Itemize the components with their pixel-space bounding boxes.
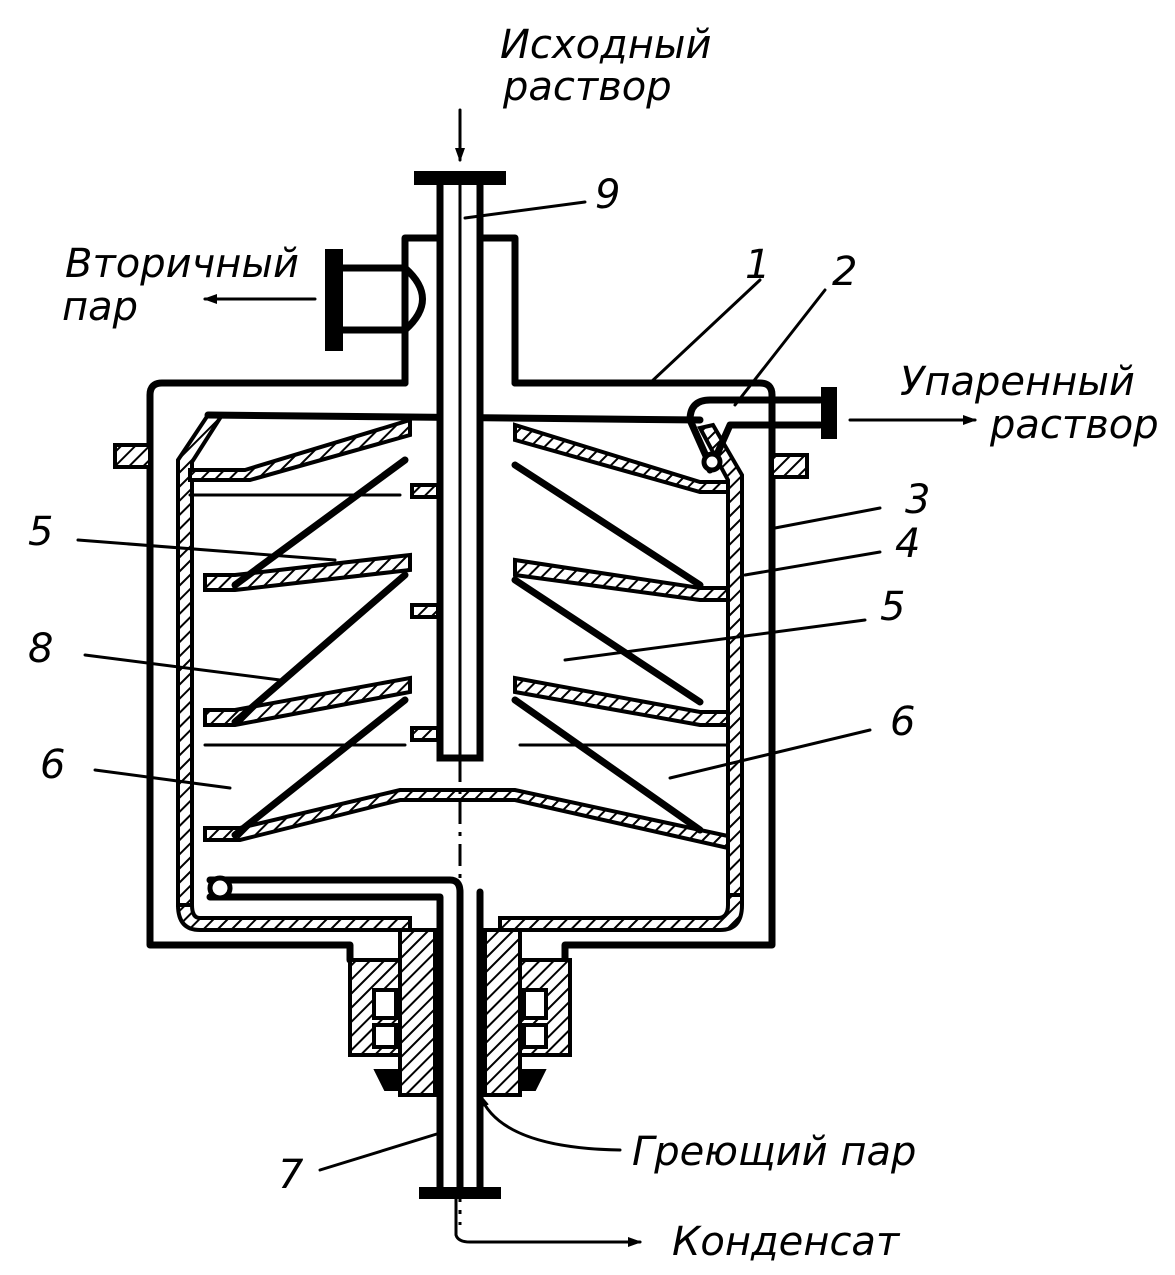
product-flange xyxy=(821,387,837,439)
cone-3-right xyxy=(513,675,730,727)
feed-label-line1: Исходный xyxy=(500,22,711,68)
casing-lug-right xyxy=(770,453,809,479)
casing-lug-left xyxy=(113,443,152,469)
bearings xyxy=(372,988,548,1049)
skimming-tube-tip xyxy=(701,451,723,473)
rotor-bottom xyxy=(175,903,412,932)
callout-3: 3 xyxy=(905,477,930,523)
product-label-line2: раствор xyxy=(989,402,1159,448)
rotor-hub xyxy=(398,928,437,1097)
steam-pipe-end xyxy=(207,875,233,901)
leader-lines xyxy=(76,200,882,1172)
callout-5-left: 5 xyxy=(28,509,53,555)
callout-5-right: 5 xyxy=(880,584,905,630)
steam-arrow xyxy=(478,1093,622,1152)
callout-1: 1 xyxy=(745,242,770,288)
steam-pipe-flange xyxy=(419,1187,501,1199)
callout-9: 9 xyxy=(595,172,620,218)
callout-6-left: 6 xyxy=(40,742,65,788)
vapor-outlet-housing xyxy=(401,234,519,387)
vapor-label-line2: пар xyxy=(62,284,138,330)
cone-1-left xyxy=(188,417,412,482)
callout-6-right: 6 xyxy=(890,699,915,745)
steam-label: Греющий пар xyxy=(632,1129,916,1175)
drive-pulley xyxy=(373,1069,547,1091)
rotor-bottom-right xyxy=(498,893,744,932)
vapor-label-line1: Вторичный xyxy=(65,241,299,287)
vapor-nozzle xyxy=(336,264,426,334)
callout-4: 4 xyxy=(895,521,920,567)
vapor-nozzle-flange xyxy=(325,249,343,351)
condensate-arrow xyxy=(454,1196,642,1247)
cone-1-right xyxy=(513,422,730,494)
rotor-wall-right xyxy=(696,422,744,902)
cone-surfaces xyxy=(188,456,730,839)
callout-8: 8 xyxy=(28,626,53,672)
outer-casing xyxy=(146,379,776,964)
rotor-hub-right xyxy=(483,928,522,1097)
callout-2: 2 xyxy=(832,249,857,295)
feed-nozzles xyxy=(410,483,440,742)
cone-2-right xyxy=(513,557,730,602)
cone-2-left xyxy=(203,552,412,592)
feed-label-line2: раствор xyxy=(502,64,672,110)
feed-pipe-flange xyxy=(414,171,506,185)
condensate-label: Конденсат xyxy=(672,1219,901,1265)
product-label-line1: Упаренный xyxy=(900,359,1135,405)
callout-7: 7 xyxy=(278,1152,304,1198)
cone-4-bottom xyxy=(203,788,730,851)
